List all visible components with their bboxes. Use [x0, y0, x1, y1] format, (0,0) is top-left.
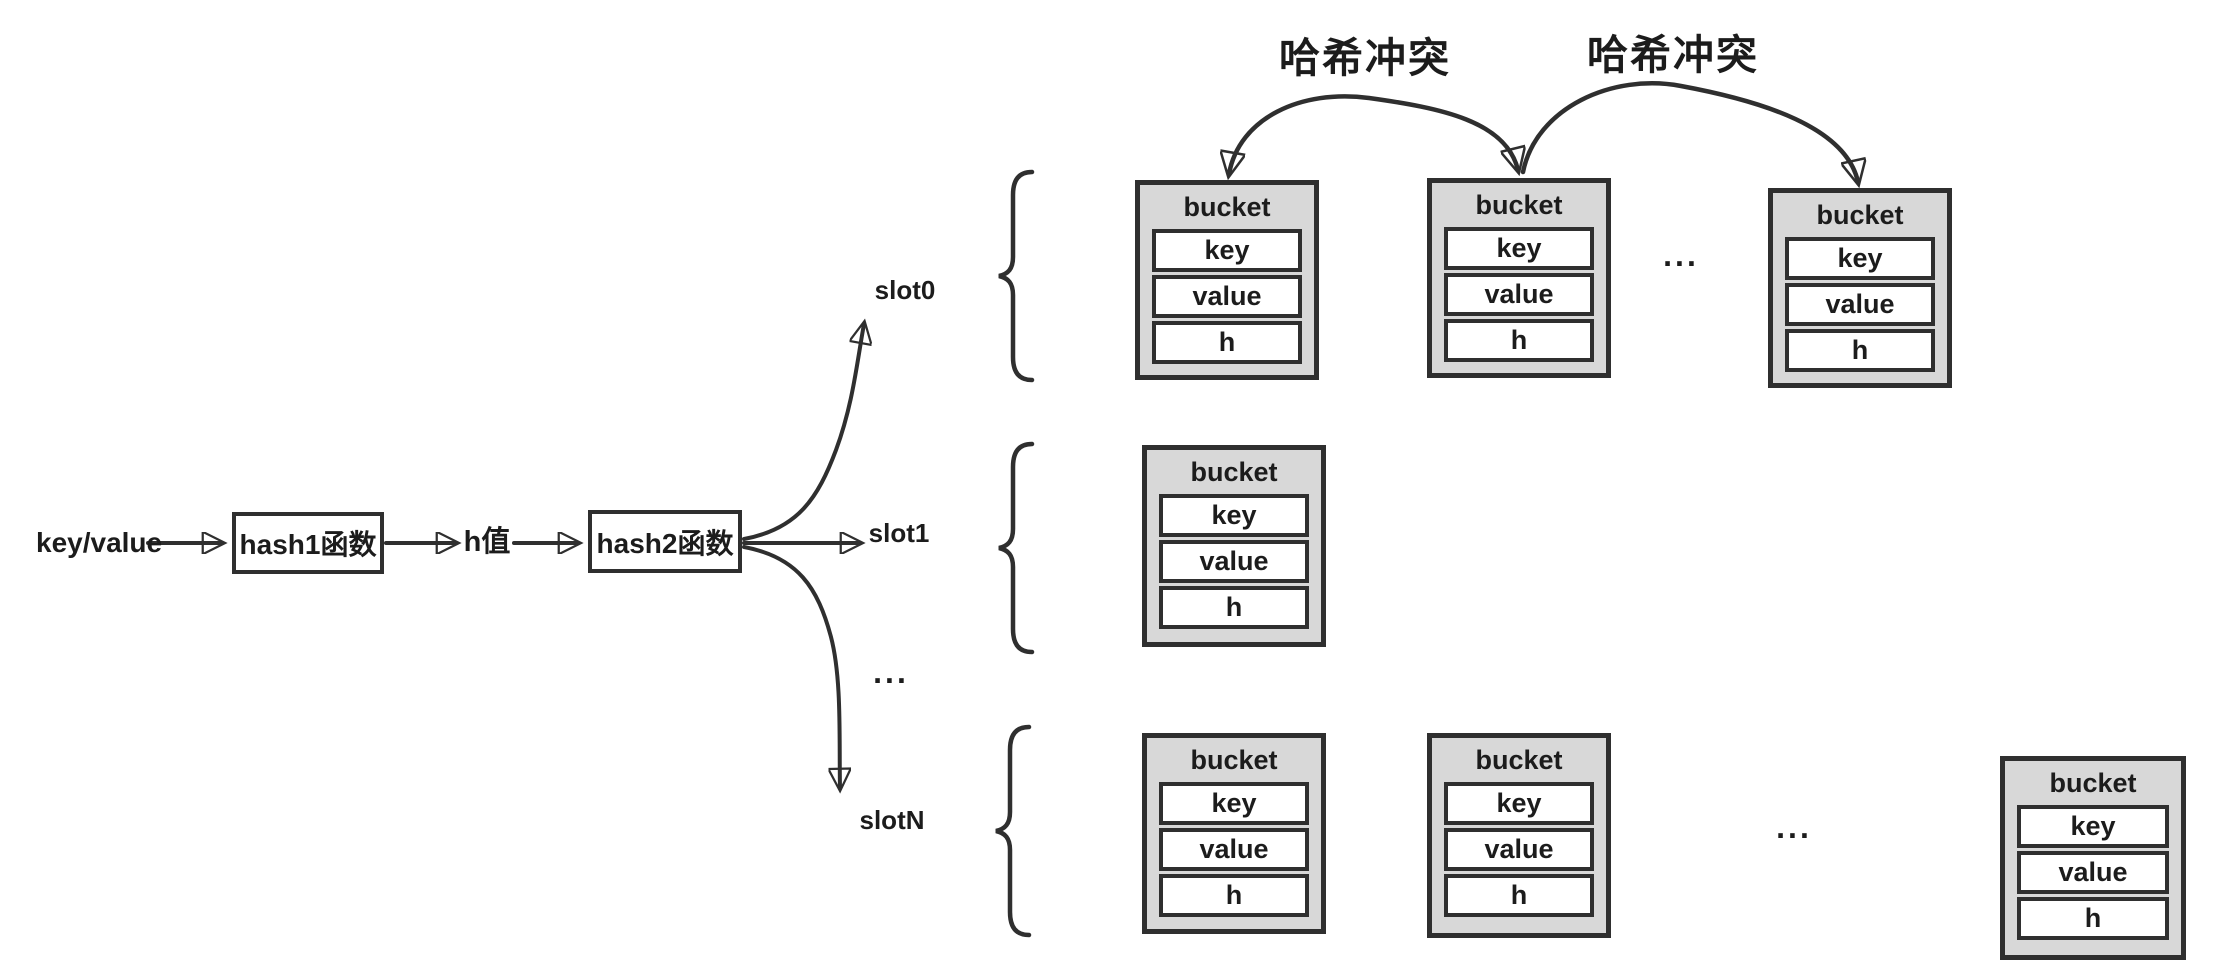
- bucket-field-h: h: [1152, 321, 1302, 364]
- bucket-field-value: value: [1159, 540, 1309, 583]
- bucket-row2-1: bucket key value h: [1142, 445, 1326, 647]
- bucket-row1-3: bucket key value h: [1768, 188, 1952, 388]
- brace-slotN-row: [995, 726, 1030, 936]
- arrow-hash2-to-slotN: [742, 545, 840, 788]
- bucket-field-key: key: [2017, 805, 2169, 848]
- bucket-title: bucket: [1190, 744, 1278, 775]
- bucket-field-key: key: [1159, 782, 1309, 825]
- input-keyvalue-label: key/value: [36, 527, 163, 558]
- bucket-row1-1: bucket key value h: [1135, 180, 1319, 380]
- row1-buckets-ellipsis: ...: [1663, 237, 1699, 273]
- brace-slot1-row: [998, 443, 1033, 653]
- bucket-field-h: h: [1444, 874, 1594, 917]
- bucket-title: bucket: [1183, 191, 1271, 222]
- collision-arc-bucket1-bucket2: [1229, 94, 1518, 174]
- slotN-label: slotN: [859, 805, 925, 835]
- brace-slot0-row: [998, 171, 1033, 381]
- bucket-field-key: key: [1152, 229, 1302, 272]
- bucket-field-value: value: [1444, 273, 1594, 316]
- bucket-field-h: h: [1785, 329, 1935, 372]
- arrow-hash2-to-slot0: [742, 324, 864, 541]
- bucket-field-key: key: [1444, 227, 1594, 270]
- bucket-field-h: h: [1159, 586, 1309, 629]
- bucket-row1-2: bucket key value h: [1427, 178, 1611, 378]
- bucket-field-h: h: [1159, 874, 1309, 917]
- hash-collision-label-right: 哈希冲突: [1587, 32, 1759, 78]
- slots-ellipsis: ...: [873, 654, 909, 690]
- bucket-row3-1: bucket key value h: [1142, 733, 1326, 934]
- bucket-field-value: value: [1785, 283, 1935, 326]
- bucket-field-value: value: [2017, 851, 2169, 894]
- bucket-field-value: value: [1159, 828, 1309, 871]
- collision-arc-bucket2-bucket3: [1520, 81, 1858, 182]
- bucket-field-value: value: [1444, 828, 1594, 871]
- bucket-title: bucket: [1816, 199, 1904, 230]
- bucket-field-h: h: [2017, 897, 2169, 940]
- hash-collision-label-left: 哈希冲突: [1279, 35, 1451, 81]
- hash1-function-label: hash1函数: [239, 529, 377, 560]
- bucket-field-value: value: [1152, 275, 1302, 318]
- slot0-label: slot0: [874, 275, 936, 305]
- row3-buckets-ellipsis: ...: [1776, 809, 1812, 845]
- bucket-row3-far-right: bucket key value h: [2000, 756, 2186, 960]
- bucket-title: bucket: [2049, 767, 2137, 798]
- h-value-label: h值: [463, 526, 511, 558]
- hash2-function-box: hash2函数: [588, 510, 742, 573]
- bucket-field-key: key: [1444, 782, 1594, 825]
- hash1-function-box: hash1函数: [232, 512, 384, 574]
- hash2-function-label: hash2函数: [596, 527, 734, 559]
- bucket-field-h: h: [1444, 319, 1594, 362]
- slot1-label: slot1: [868, 518, 930, 548]
- bucket-field-key: key: [1785, 237, 1935, 280]
- bucket-title: bucket: [1475, 189, 1563, 220]
- bucket-row3-2: bucket key value h: [1427, 733, 1611, 938]
- bucket-title: bucket: [1190, 456, 1278, 487]
- bucket-title: bucket: [1475, 744, 1563, 775]
- bucket-field-key: key: [1159, 494, 1309, 537]
